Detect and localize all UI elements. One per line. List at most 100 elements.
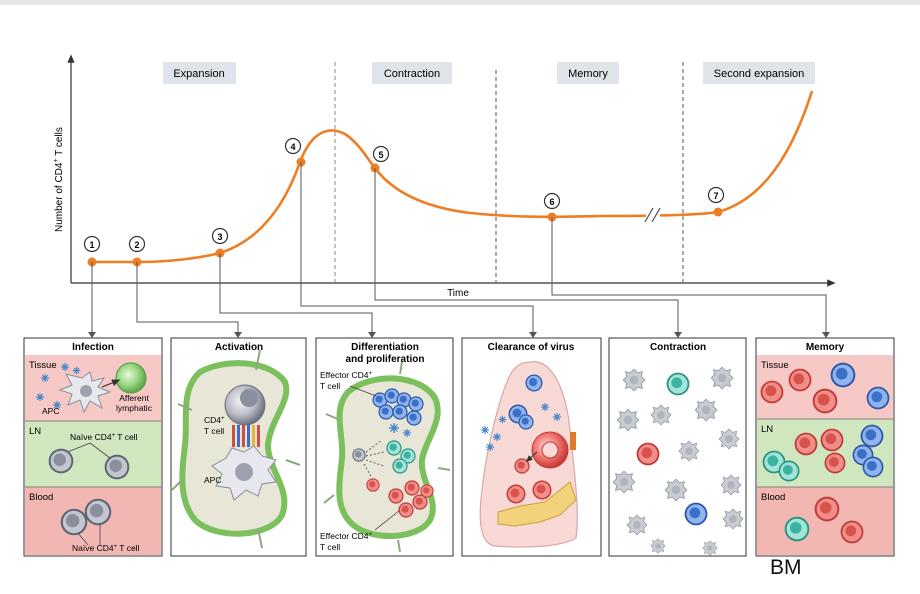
naive-t-cell (104, 454, 130, 480)
memory-t-cell (788, 368, 812, 392)
effector-top-label-line2: T cell (320, 381, 340, 391)
apoptotic-cell (650, 538, 666, 554)
apc-dendritic-cell (58, 371, 112, 414)
virus-icon (492, 432, 502, 442)
step-badge-6: 6 (543, 192, 561, 210)
memory-t-cell (866, 386, 890, 410)
virus-icon (480, 425, 490, 435)
effector-t-cell (392, 458, 408, 474)
step-badge-7: 7 (707, 186, 725, 204)
memory-t-cell (778, 460, 800, 482)
infection-title: Infection (72, 342, 114, 353)
effector-bottom-label-line2: T cell (320, 542, 340, 552)
memory-t-cell (814, 496, 840, 522)
top-bar (0, 0, 920, 5)
naive-t-cell (352, 448, 366, 462)
svg-text:7: 7 (713, 191, 718, 201)
footer-mark: BM (770, 556, 802, 579)
effector-top-label: Effector CD4+ (320, 370, 373, 380)
connector-4 (300, 162, 534, 332)
infection-tissue-label: Tissue (29, 360, 57, 371)
activation-tcell-label: T cell (204, 426, 224, 436)
effector-t-cell (684, 502, 708, 526)
memory-t-cell (820, 428, 844, 452)
apoptotic-cell (650, 404, 672, 426)
phase-bg-expansion (163, 62, 236, 84)
contraction-title: Contraction (650, 342, 706, 353)
virus-icon (72, 366, 81, 375)
memory-t-cell (824, 452, 846, 474)
axis-break-mark (644, 207, 661, 223)
apoptotic-cell (702, 540, 718, 556)
phase-bg-second-expansion (703, 62, 815, 84)
virus-icon (40, 373, 50, 383)
connector-lines (91, 162, 827, 332)
connector-2 (136, 262, 239, 332)
apoptotic-cell (694, 398, 718, 422)
step-badge-4: 4 (284, 137, 302, 155)
connector-3 (219, 253, 373, 332)
naive-t-cell (84, 498, 112, 526)
tcr-mhc-complex (232, 425, 260, 447)
panel-differentiation: Differentiation and proliferation Effect… (315, 337, 454, 557)
virus-icon (60, 362, 70, 372)
virus-icon (35, 392, 45, 402)
memory-t-cell (794, 432, 818, 456)
infection-naive-ln-label: Naïve CD4+ T cell (70, 432, 138, 442)
connector-5 (374, 168, 679, 332)
phase-bg-contraction (372, 62, 452, 84)
effector-t-cell (388, 488, 404, 504)
phase-bg-memory (557, 62, 619, 84)
effector-t-cell (525, 374, 543, 392)
phase-label-contraction: Contraction (384, 68, 440, 80)
clearance-title: Clearance of virus (488, 342, 575, 353)
panel-contraction: Contraction (608, 337, 747, 557)
phase-label-second-expansion: Second expansion (714, 68, 805, 80)
effector-t-cell (420, 484, 434, 498)
effector-t-cell (378, 404, 394, 420)
infection-blood-label: Blood (29, 492, 53, 503)
svg-text:2: 2 (134, 240, 139, 250)
effector-t-cell (392, 404, 408, 420)
activation-cd4-label: CD4+ (204, 415, 225, 425)
panel-infection: Infection Tissue LN Blood APC Afferent l… (23, 337, 163, 557)
step-badge-5: 5 (372, 145, 390, 163)
memory-t-cell (830, 362, 856, 388)
epithelium-layer (497, 481, 577, 527)
infection-ln-label: LN (29, 426, 41, 437)
apoptotic-cell (720, 474, 742, 496)
infection-ln-zone (25, 421, 161, 487)
effector-t-cell (532, 480, 552, 500)
y-axis-label: Number of CD4+ T cells (53, 127, 65, 232)
x-axis-label-bg (443, 285, 475, 299)
memory-tissue-label: Tissue (761, 360, 789, 371)
memory-ln-label: LN (761, 424, 773, 435)
memory-t-cell (812, 388, 838, 414)
effector-t-cell (386, 440, 402, 456)
curve-point-7 (713, 207, 723, 217)
virus-icon (402, 428, 412, 438)
effector-t-cell (506, 484, 526, 504)
apoptotic-cell (678, 440, 700, 462)
vessel-marker (570, 432, 576, 450)
naive-t-cell (60, 508, 88, 536)
effector-t-cell (518, 414, 534, 430)
step-badge-1: 1 (83, 235, 101, 253)
afferent-label: Afferent (119, 393, 149, 403)
panel-clearance: Clearance of virus (461, 337, 602, 557)
memory-t-cell (862, 456, 884, 478)
virus-icon (498, 415, 507, 424)
lymphatic-label: lymphatic (116, 403, 153, 413)
apoptotic-cell (718, 428, 740, 450)
differentiation-title-line2: and proliferation (346, 354, 425, 365)
effector-t-cell (366, 478, 380, 492)
memory-blood-label: Blood (761, 492, 785, 503)
memory-t-cell (784, 516, 810, 542)
connector-6 (551, 217, 827, 332)
apoptotic-cell (612, 470, 636, 494)
apoptotic-cell (616, 408, 640, 432)
naive-t-cell (48, 448, 74, 474)
svg-text:3: 3 (217, 232, 222, 242)
afferent-lymphatic-vessel (115, 362, 147, 394)
